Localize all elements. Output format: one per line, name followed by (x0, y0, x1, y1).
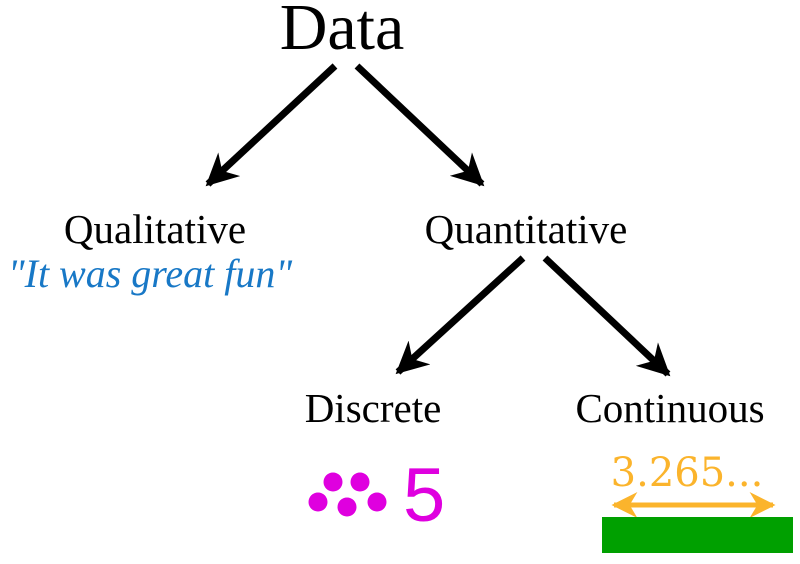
node-quantitative: Quantitative (424, 206, 628, 252)
node-discrete: Discrete (304, 385, 442, 431)
node-continuous: Continuous (575, 385, 765, 431)
discrete-dots-cluster (308, 472, 387, 517)
node-qualitative: Qualitative (63, 206, 247, 252)
arrow-quantitative-to-continuous (542, 255, 671, 377)
discrete-dot (323, 472, 343, 492)
arrow-data-to-quantitative (354, 63, 485, 187)
discrete-example-number: 5 (403, 453, 446, 538)
qualitative-example-quote: "It was great fun" (7, 251, 293, 296)
discrete-dot (367, 492, 387, 512)
discrete-dot (337, 497, 357, 517)
arrow-quantitative-to-discrete (395, 255, 526, 375)
continuous-example-number: 3.265... (610, 450, 764, 496)
continuous-number-line-bar (602, 517, 793, 553)
node-data: Data (279, 0, 405, 64)
arrow-data-to-qualitative (205, 63, 338, 187)
discrete-dot (308, 492, 328, 512)
discrete-dot (350, 472, 370, 492)
